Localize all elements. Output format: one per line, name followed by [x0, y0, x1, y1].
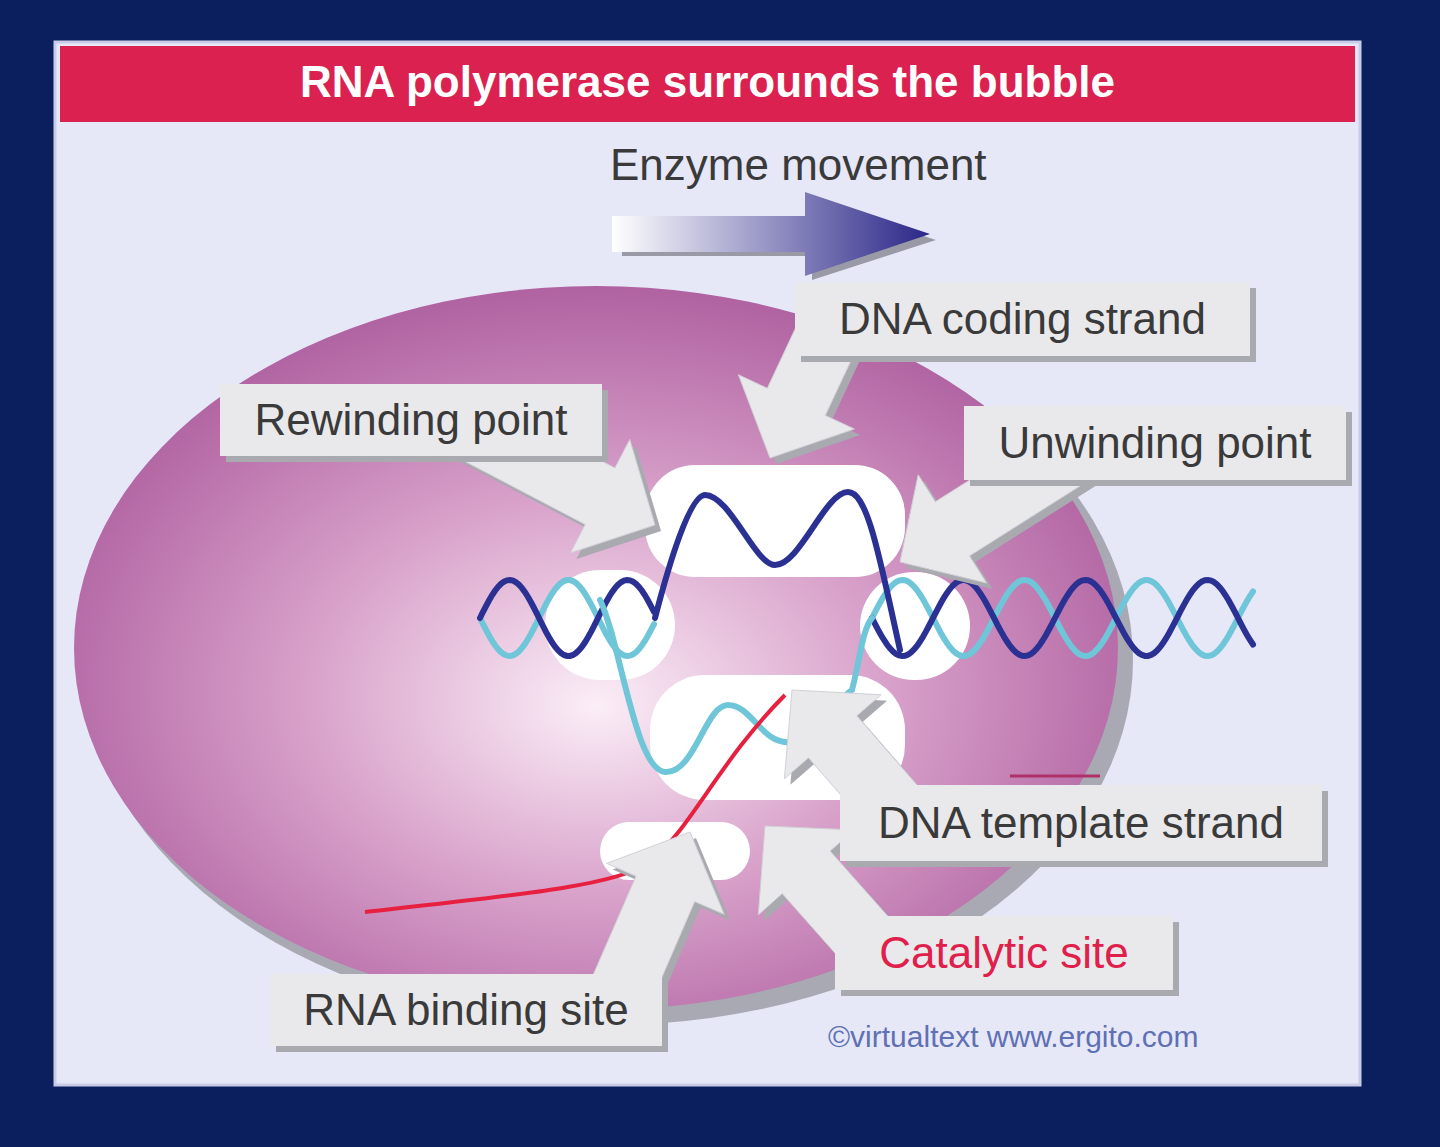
- watermark: ©virtualtext www.ergito.com: [828, 1020, 1199, 1054]
- callout-label: Rewinding point: [254, 396, 567, 444]
- callout-box: Rewinding point: [220, 384, 602, 456]
- movement-label: Enzyme movement: [610, 140, 987, 190]
- title-band: [60, 46, 1355, 122]
- callout-label: DNA template strand: [878, 799, 1284, 847]
- rna-strand: [365, 695, 785, 912]
- title: RNA polymerase surrounds the bubble: [60, 52, 1355, 112]
- callout-box: Catalytic site: [835, 916, 1173, 990]
- callout-box: DNA template strand: [840, 785, 1322, 861]
- callout-label: DNA coding strand: [839, 295, 1206, 343]
- movement-arrow: [612, 192, 930, 276]
- callout-box: RNA binding site: [270, 974, 662, 1046]
- panel: [55, 42, 1360, 1085]
- callout-label: RNA binding site: [303, 986, 628, 1034]
- callout-label: Unwinding point: [998, 419, 1311, 467]
- rna-exit-line: [1010, 775, 1100, 778]
- callout-box: Unwinding point: [964, 406, 1346, 480]
- rna-polymerase: [74, 286, 1118, 1010]
- callout-box: DNA coding strand: [795, 282, 1250, 356]
- callout-label: Catalytic site: [879, 929, 1128, 977]
